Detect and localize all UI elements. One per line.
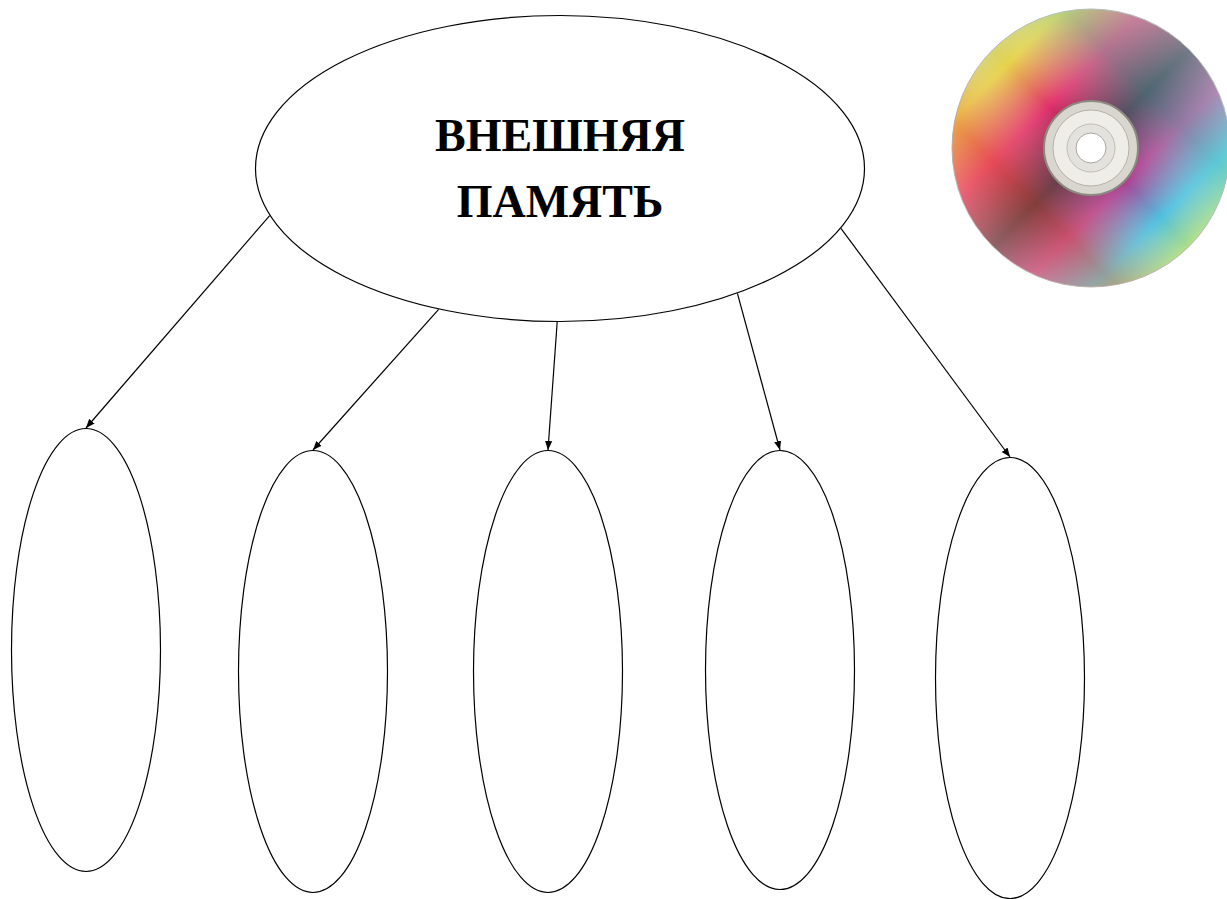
empty-ellipse bbox=[11, 428, 161, 872]
ellipse-outline bbox=[935, 457, 1085, 899]
ellipse-outline bbox=[705, 450, 855, 890]
ellipse-outline bbox=[238, 450, 388, 893]
arrow-connector bbox=[841, 228, 1010, 457]
node-title: ВНЕШНЯЯ ПАМЯТЬ bbox=[410, 103, 710, 235]
empty-ellipse bbox=[705, 450, 855, 890]
arrow-connector bbox=[86, 216, 270, 428]
empty-ellipse bbox=[473, 450, 623, 893]
arrow-connector bbox=[548, 322, 557, 450]
main-ellipse: ВНЕШНЯЯ ПАМЯТЬ bbox=[255, 15, 865, 322]
empty-ellipse bbox=[935, 457, 1085, 899]
arrow-connector bbox=[313, 309, 439, 450]
ellipse-outline bbox=[473, 450, 623, 893]
ellipse-outline bbox=[255, 15, 865, 322]
ellipse-outline bbox=[11, 428, 161, 872]
empty-ellipse bbox=[238, 450, 388, 893]
arrow-connector bbox=[737, 293, 780, 450]
